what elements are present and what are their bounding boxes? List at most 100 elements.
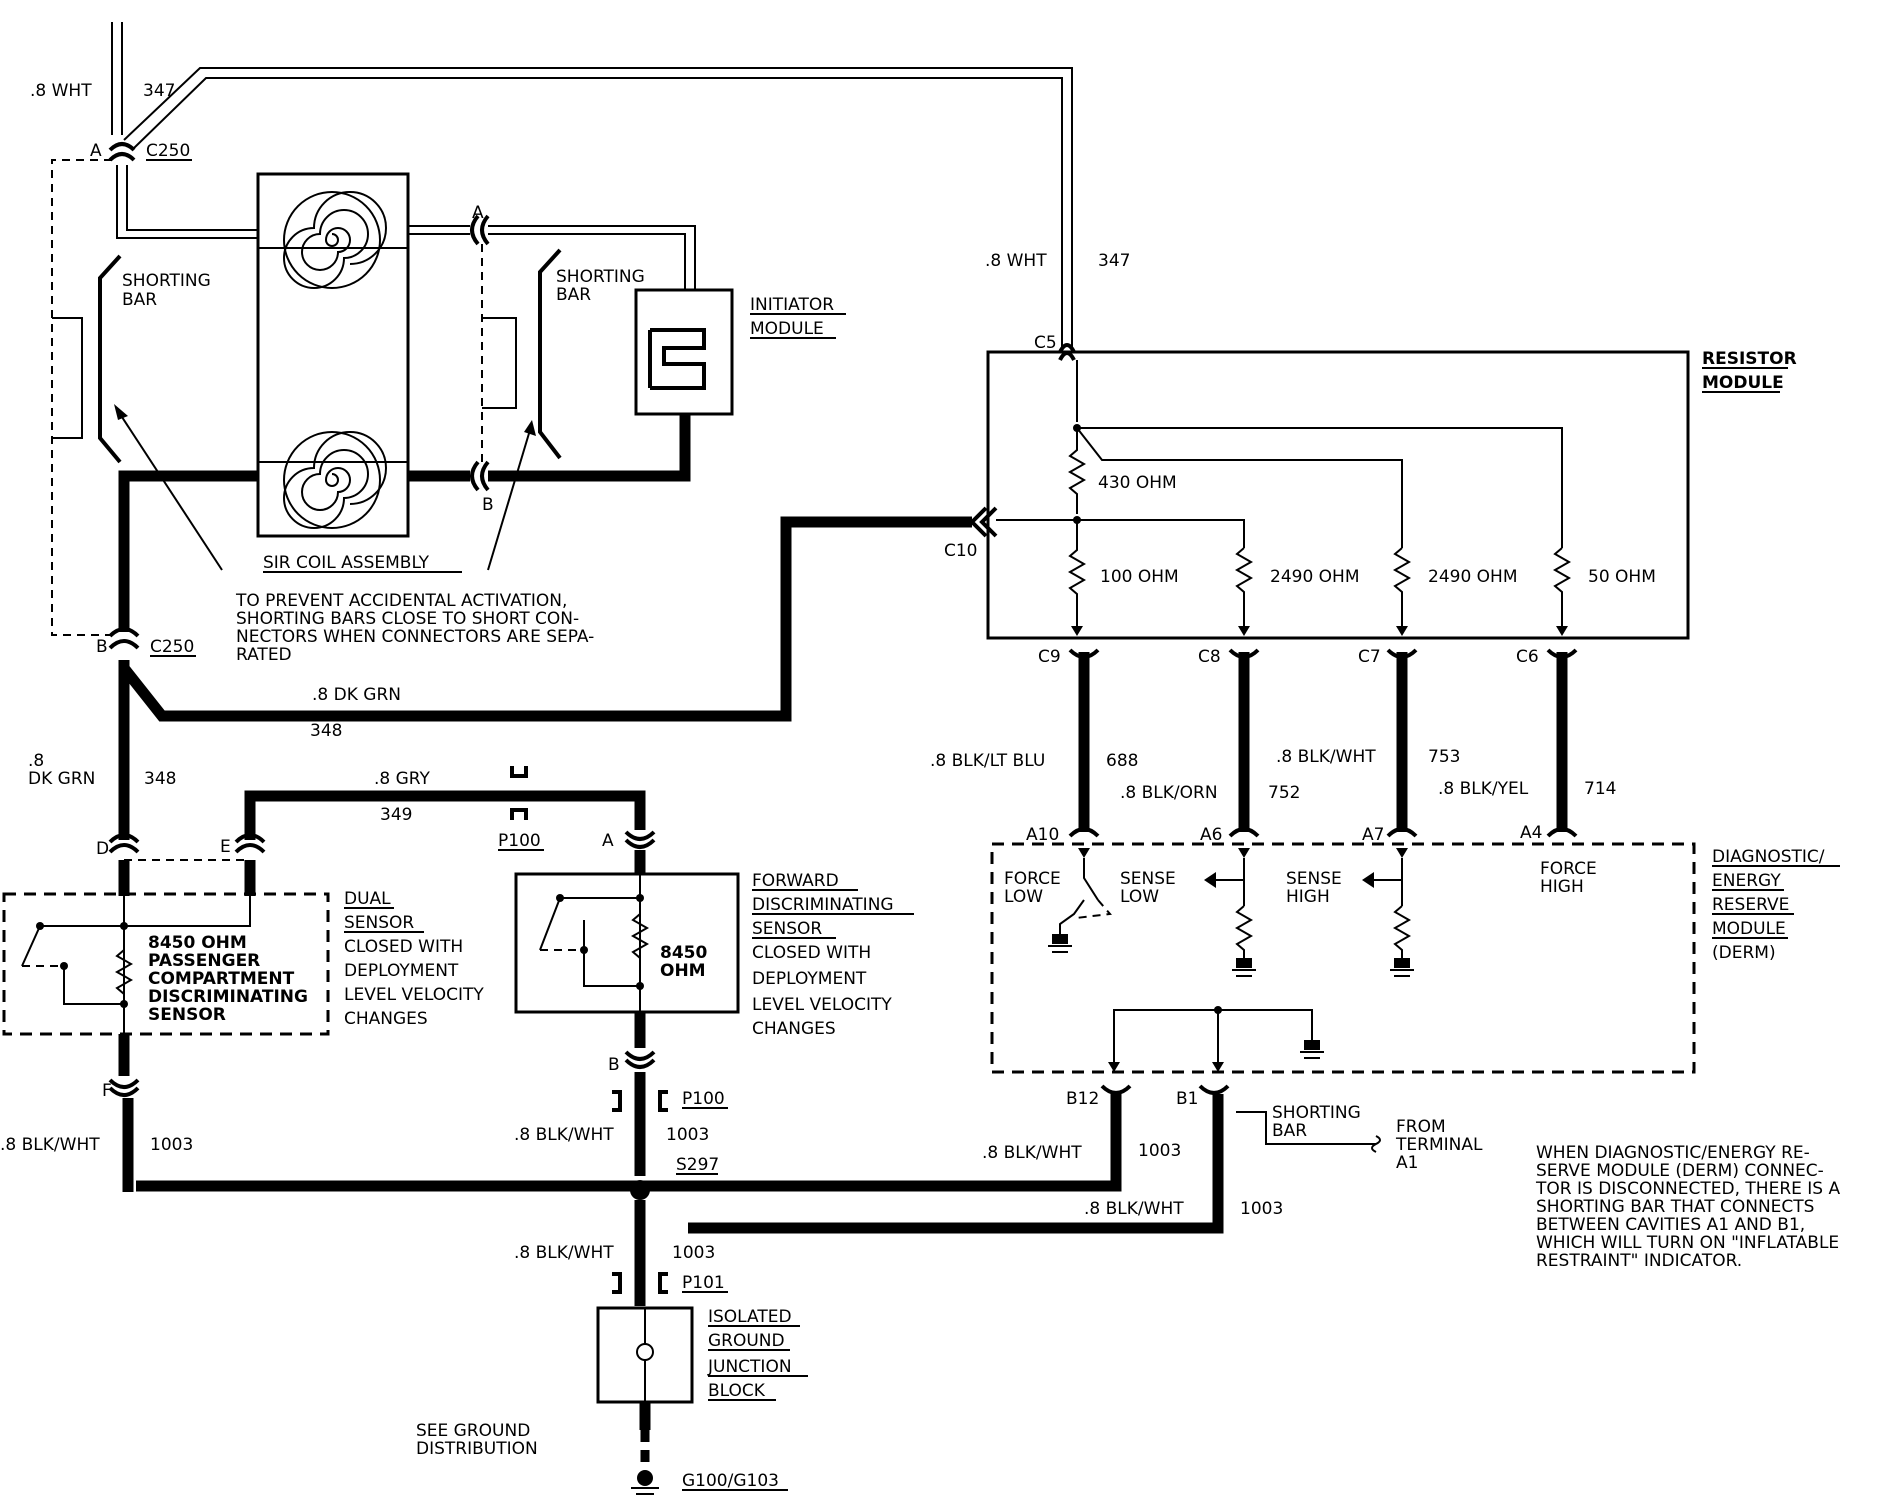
connector-name: P100 [498,831,541,851]
derm-title-line: RESERVE [1712,895,1789,915]
connector-name: C250 [150,637,194,657]
resistor-output-wires [1068,648,1578,838]
derm-title-line: MODULE [1712,919,1786,939]
component-label: COMPARTMENT [148,969,295,989]
harness-bracket [51,159,112,636]
wire-label: .8 [28,751,44,771]
connector-name: C7 [1358,647,1381,667]
dual-sensor [2,860,330,1036]
wire-label: .8 WHT [985,251,1047,271]
wire-circuit: 1003 [1138,1141,1181,1161]
component-label: 8450 [660,943,707,963]
component-label: INITIATOR [750,295,834,315]
connector-coil-b [470,460,490,492]
component-label: SHORTING [556,267,645,287]
component-desc: LEVEL VELOCITY [344,985,484,1005]
note-line: WHICH WILL TURN ON "INFLATABLE [1536,1233,1839,1253]
connector-c250-b [108,627,140,650]
note-line: SHORTING BAR THAT CONNECTS [1536,1197,1814,1217]
derm-title-line: ENERGY [1712,871,1781,891]
component-label: FROM [1396,1117,1446,1137]
note-line: SERVE MODULE (DERM) CONNEC- [1536,1161,1824,1181]
wire-circuit: 1003 [672,1243,715,1263]
note-line: TOR IS DISCONNECTED, THERE IS A [1535,1179,1840,1199]
derm-title-line: DIAGNOSTIC/ [1712,847,1825,867]
component-desc: DEPLOYMENT [344,961,459,981]
connector-name: P100 [682,1089,725,1109]
wire-circuit: 349 [380,805,412,825]
component-label: SHORTING [122,271,211,291]
connector-name: C8 [1198,647,1221,667]
wire-circuit: 1003 [666,1125,709,1145]
component-label: BAR [556,285,591,305]
component-label: DUAL [344,889,391,909]
note-line: RESTRAINT" INDICATOR. [1536,1251,1742,1271]
connector-pin: E [220,837,231,857]
component-label: MODULE [1702,373,1784,393]
resistor-label: 100 OHM [1100,567,1179,587]
derm-terminal-label: HIGH [1286,887,1330,907]
note-line: WHEN DIAGNOSTIC/ENERGY RE- [1536,1143,1810,1163]
wire-label: .8 BLK/LT BLU [930,751,1045,771]
connector-name: C10 [944,541,978,561]
connector-pin: A [472,203,484,223]
component-label: GROUND [708,1331,785,1351]
connector-name: P101 [682,1273,725,1293]
wire-label: .8 BLK/WHT [0,1135,100,1155]
connector-name: C6 [1516,647,1539,667]
connector-c10 [969,506,998,538]
wire-label: DK GRN [28,769,95,789]
connector-pin: A [90,141,102,161]
component-label: SEE GROUND [416,1421,530,1441]
resistor-label: 2490 OHM [1270,567,1360,587]
component-label: MODULE [750,319,824,339]
connector-pin: D [96,839,109,859]
connector-name: B1 [1176,1089,1198,1109]
ground-label: G100/G103 [682,1471,779,1491]
wire-label: .8 BLK/WHT [514,1125,614,1145]
component-desc: CLOSED WITH [344,937,463,957]
connector-name: C250 [146,141,190,161]
note-line: SHORTING BARS CLOSE TO SHORT CON- [236,609,579,629]
connector-name: B12 [1066,1089,1099,1109]
isolated-ground-junction-block [596,1306,694,1495]
component-label: JUNCTION [707,1357,792,1377]
wire-circuit: 752 [1268,783,1300,803]
wire-circuit: 347 [143,81,175,101]
connector-pin: F [102,1081,112,1101]
note-line: NECTORS WHEN CONNECTORS ARE SEPA- [236,627,594,647]
derm-module [990,842,1696,1074]
component-label: PASSENGER [148,951,260,971]
coil-spiral-bottom [283,431,387,529]
component-label: OHM [660,961,706,981]
resistor-430 [1067,430,1087,514]
coil-spiral-top [283,191,387,289]
wire-circuit: 348 [310,721,342,741]
resistor-label: 2490 OHM [1428,567,1518,587]
component-label: BAR [122,290,157,310]
derm-note: WHEN DIAGNOSTIC/ENERGY RE- SERVE MODULE … [1535,1143,1840,1271]
resistor-2490-b [1392,547,1412,628]
connector-pin: B [482,495,494,515]
connector-name: A10 [1026,825,1059,845]
component-desc: CLOSED WITH [752,943,871,963]
connector-c250-a [108,142,136,162]
component-label: DISCRIMINATING [752,895,894,915]
shorting-bar-left [98,254,122,464]
derm-terminal-label: LOW [1120,887,1159,907]
wire-label: .8 BLK/WHT [1276,747,1376,767]
connector-p100-top [510,766,528,820]
wire-label: .8 WHT [30,81,92,101]
resistor-50 [1552,547,1572,628]
wire-label: .8 GRY [374,769,431,789]
component-label: ISOLATED [708,1307,792,1327]
derm-terminal-label: SENSE [1286,869,1342,889]
wire-label: .8 BLK/ORN [1120,783,1218,803]
derm-title-line: (DERM) [1712,943,1776,963]
component-label: 8450 OHM [148,933,247,953]
connector-name: C5 [1034,333,1057,353]
wire-label: .8 BLK/WHT [514,1243,614,1263]
wire-label: .8 BLK/WHT [982,1143,1082,1163]
initiator-module [634,288,734,416]
